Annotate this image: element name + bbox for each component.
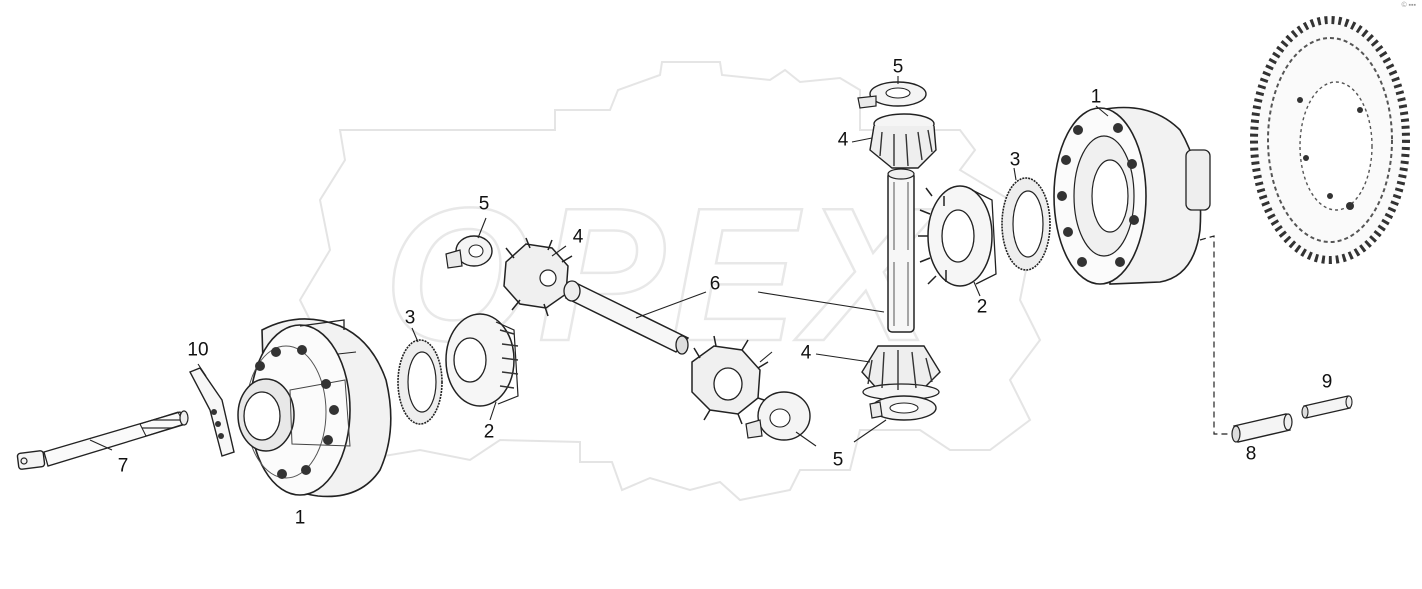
lock-plate-part-10 — [189, 367, 235, 457]
leader-1-right — [1095, 105, 1109, 117]
callout-6: 6 — [709, 273, 721, 295]
assembly-dashed-line — [1199, 235, 1230, 435]
leader-4-top — [851, 137, 873, 143]
leader-5-bottom — [795, 431, 817, 447]
leader-1-left — [337, 351, 357, 355]
thrust-washer-center-part-5 — [745, 391, 811, 441]
leader-7 — [89, 439, 113, 451]
cross-shaft-vertical-part-6 — [887, 168, 915, 333]
dowel-sleeve-part-8 — [1231, 413, 1293, 443]
leader-5-bottom-b — [853, 419, 887, 443]
bevel-pinion-bottom-part-4 — [861, 345, 941, 401]
corner-mark: © ▪▪▪ — [1401, 2, 1416, 9]
pinion-gear-center-part-4 — [691, 335, 771, 425]
bolt-part-7 — [16, 410, 189, 470]
callout-5-left: 5 — [478, 193, 490, 215]
callout-1-right: 1 — [1090, 86, 1102, 108]
callout-2-left: 2 — [483, 421, 495, 443]
pinion-gear-left-part-4 — [503, 237, 577, 317]
leader-lines — [89, 76, 1109, 451]
callout-9: 9 — [1321, 371, 1333, 393]
ring-gear — [1250, 16, 1410, 264]
cross-pin-part-6 — [563, 280, 690, 355]
callout-1-left: 1 — [294, 507, 306, 529]
bevel-pinion-top-part-4 — [869, 113, 937, 169]
callout-5-bottom: 5 — [832, 449, 844, 471]
callout-3-left: 3 — [404, 307, 416, 329]
gasket-left-part-3 — [397, 339, 443, 425]
housing-right-part-1 — [1053, 106, 1211, 285]
callout-2-right: 2 — [976, 296, 988, 318]
callout-7: 7 — [117, 455, 129, 477]
leader-6b — [757, 291, 885, 313]
thrust-washer-top-part-5 — [857, 81, 927, 109]
callout-5-top: 5 — [892, 56, 904, 78]
callout-10: 10 — [187, 339, 209, 361]
leader-2-right — [973, 281, 981, 297]
thrust-washer-left-part-5 — [445, 235, 493, 269]
housing-left-part-1 — [237, 318, 392, 498]
leader-6 — [635, 291, 707, 319]
leader-4-mid — [551, 245, 567, 257]
callout-8: 8 — [1245, 443, 1257, 465]
leader-3-right — [1013, 167, 1017, 181]
leader-2-left — [489, 401, 497, 421]
leader-4-center — [759, 351, 773, 363]
gasket-right-part-3 — [1001, 177, 1051, 271]
callout-4-bottom: 4 — [800, 342, 812, 364]
leader-5-left — [477, 217, 487, 239]
thrust-washer-bottom-part-5 — [869, 395, 937, 421]
side-gear-right-part-2 — [918, 185, 997, 287]
callout-4-mid: 4 — [572, 226, 584, 248]
leader-3-left — [411, 327, 419, 343]
pin-part-9 — [1301, 395, 1353, 419]
leader-10 — [197, 363, 207, 377]
callout-3-right: 3 — [1009, 149, 1021, 171]
leader-4-bottom — [815, 353, 871, 363]
side-gear-left-part-2 — [445, 313, 519, 407]
callout-4-top: 4 — [837, 129, 849, 151]
